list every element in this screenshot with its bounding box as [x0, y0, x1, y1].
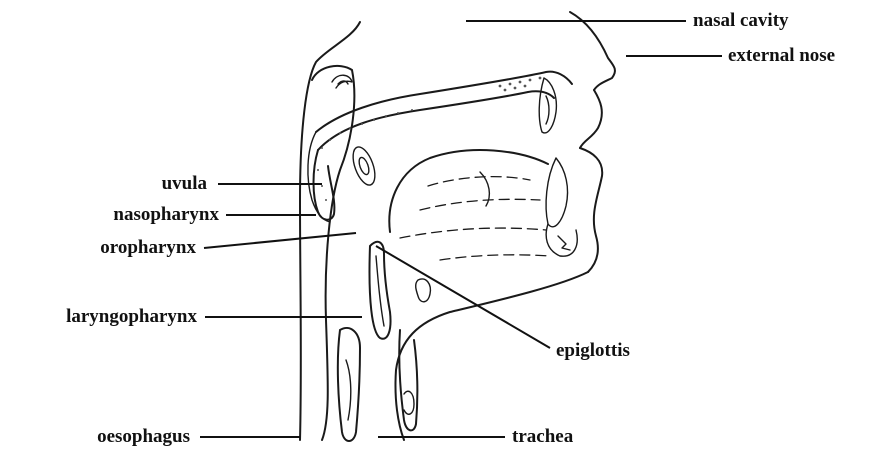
tongue-muscle-line-4	[440, 255, 550, 260]
upper-tooth	[539, 78, 556, 133]
lower-tooth	[546, 158, 567, 227]
label-external-nose: external nose	[728, 45, 835, 66]
leader-lines	[200, 21, 722, 437]
thyroid-cartilage	[416, 279, 431, 302]
chin-outline	[580, 148, 602, 272]
hyoid-and-larynx	[349, 144, 431, 430]
posterior-pharynx-wall	[312, 66, 354, 440]
tongue	[389, 150, 550, 260]
hyoid-bone	[349, 144, 380, 188]
lower-jaw-detail	[558, 236, 570, 250]
tongue-outline	[389, 150, 548, 232]
trachea-tube	[399, 330, 417, 430]
tongue-muscle-line-3	[400, 228, 546, 238]
label-oesophagus: oesophagus	[97, 426, 190, 447]
head-outline	[300, 22, 360, 440]
labels: nasal cavity external nose uvula nasopha…	[66, 10, 835, 447]
external-nose-outline	[570, 12, 615, 90]
nose-and-face-outline	[395, 12, 614, 440]
label-nasal-cavity: nasal cavity	[693, 10, 789, 31]
label-laryngopharynx: laryngopharynx	[66, 306, 197, 327]
leader-oropharynx	[204, 233, 356, 248]
hyoid-bone-inner	[357, 156, 371, 176]
oesophagus	[338, 328, 360, 441]
oesophagus-tube	[338, 328, 360, 441]
tongue-muscle-line-2	[420, 199, 540, 210]
label-oropharynx: oropharynx	[100, 237, 196, 258]
oesophagus-lining	[346, 360, 351, 420]
label-epiglottis: epiglottis	[556, 340, 630, 361]
label-nasopharynx: nasopharynx	[113, 204, 219, 225]
label-trachea: trachea	[512, 426, 574, 447]
upper-tooth-inner	[546, 96, 549, 124]
leader-epiglottis	[376, 246, 550, 348]
epiglottis-shape	[369, 242, 390, 339]
label-uvula: uvula	[162, 173, 208, 194]
soft-palate	[308, 132, 330, 222]
trachea-ring	[404, 391, 414, 414]
upper-lip-outline	[580, 90, 602, 148]
epiglottis-inner	[376, 256, 384, 326]
tongue-muscle-line-1	[428, 177, 530, 186]
back-of-head-outline	[300, 22, 360, 440]
